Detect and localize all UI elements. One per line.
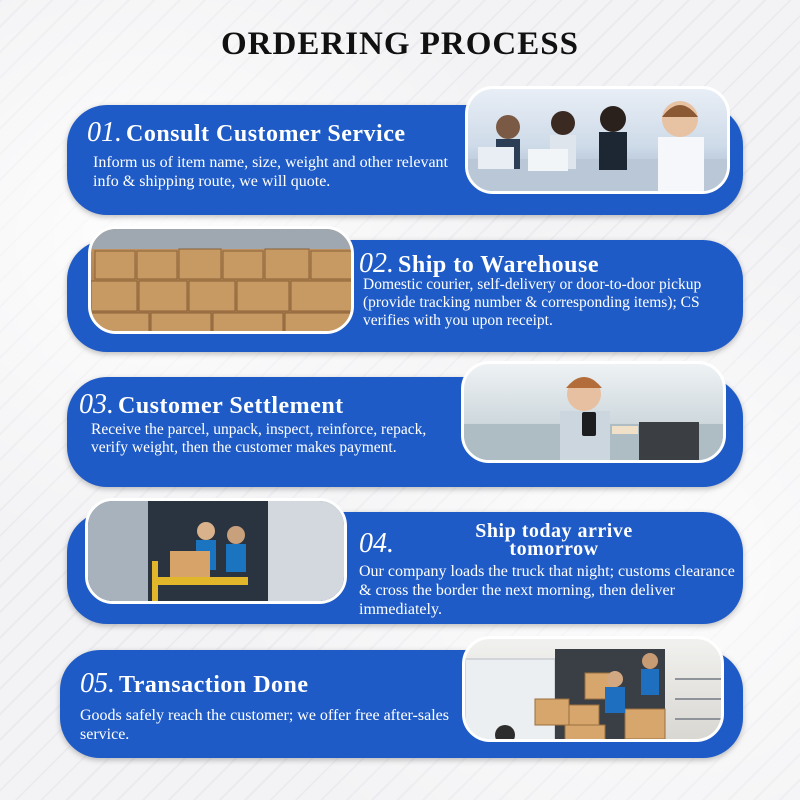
- step-title: Consult Customer Service: [126, 121, 406, 147]
- step-title: Customer Settlement: [118, 393, 344, 419]
- step-description: Inform us of item name, size, weight and…: [93, 154, 448, 190]
- step-description: Goods safely reach the customer; we offe…: [80, 707, 449, 743]
- step-number: 05.: [80, 668, 115, 699]
- step-description: Receive the parcel, unpack, inspect, rei…: [91, 421, 427, 456]
- delivery-van-photo: [462, 636, 724, 742]
- card-payment-photo: [461, 361, 726, 463]
- step-number: 03.: [79, 389, 114, 420]
- step-number: 04.: [359, 528, 394, 559]
- step-number: 02.: [359, 248, 394, 279]
- page-title: ORDERING PROCESS: [221, 26, 579, 62]
- step-title: Ship today arrive tomorrow: [475, 520, 633, 560]
- step-description: Our company loads the truck that night; …: [359, 563, 735, 618]
- truck-loading-photo: [85, 498, 347, 604]
- customer-service-agents-photo: [465, 86, 730, 194]
- step-title: Ship to Warehouse: [398, 252, 600, 278]
- step-description: Domestic courier, self-delivery or door-…: [363, 276, 702, 329]
- step-title: Transaction Done: [119, 672, 309, 698]
- step-number: 01.: [87, 117, 122, 148]
- warehouse-boxes-photo: [88, 226, 354, 334]
